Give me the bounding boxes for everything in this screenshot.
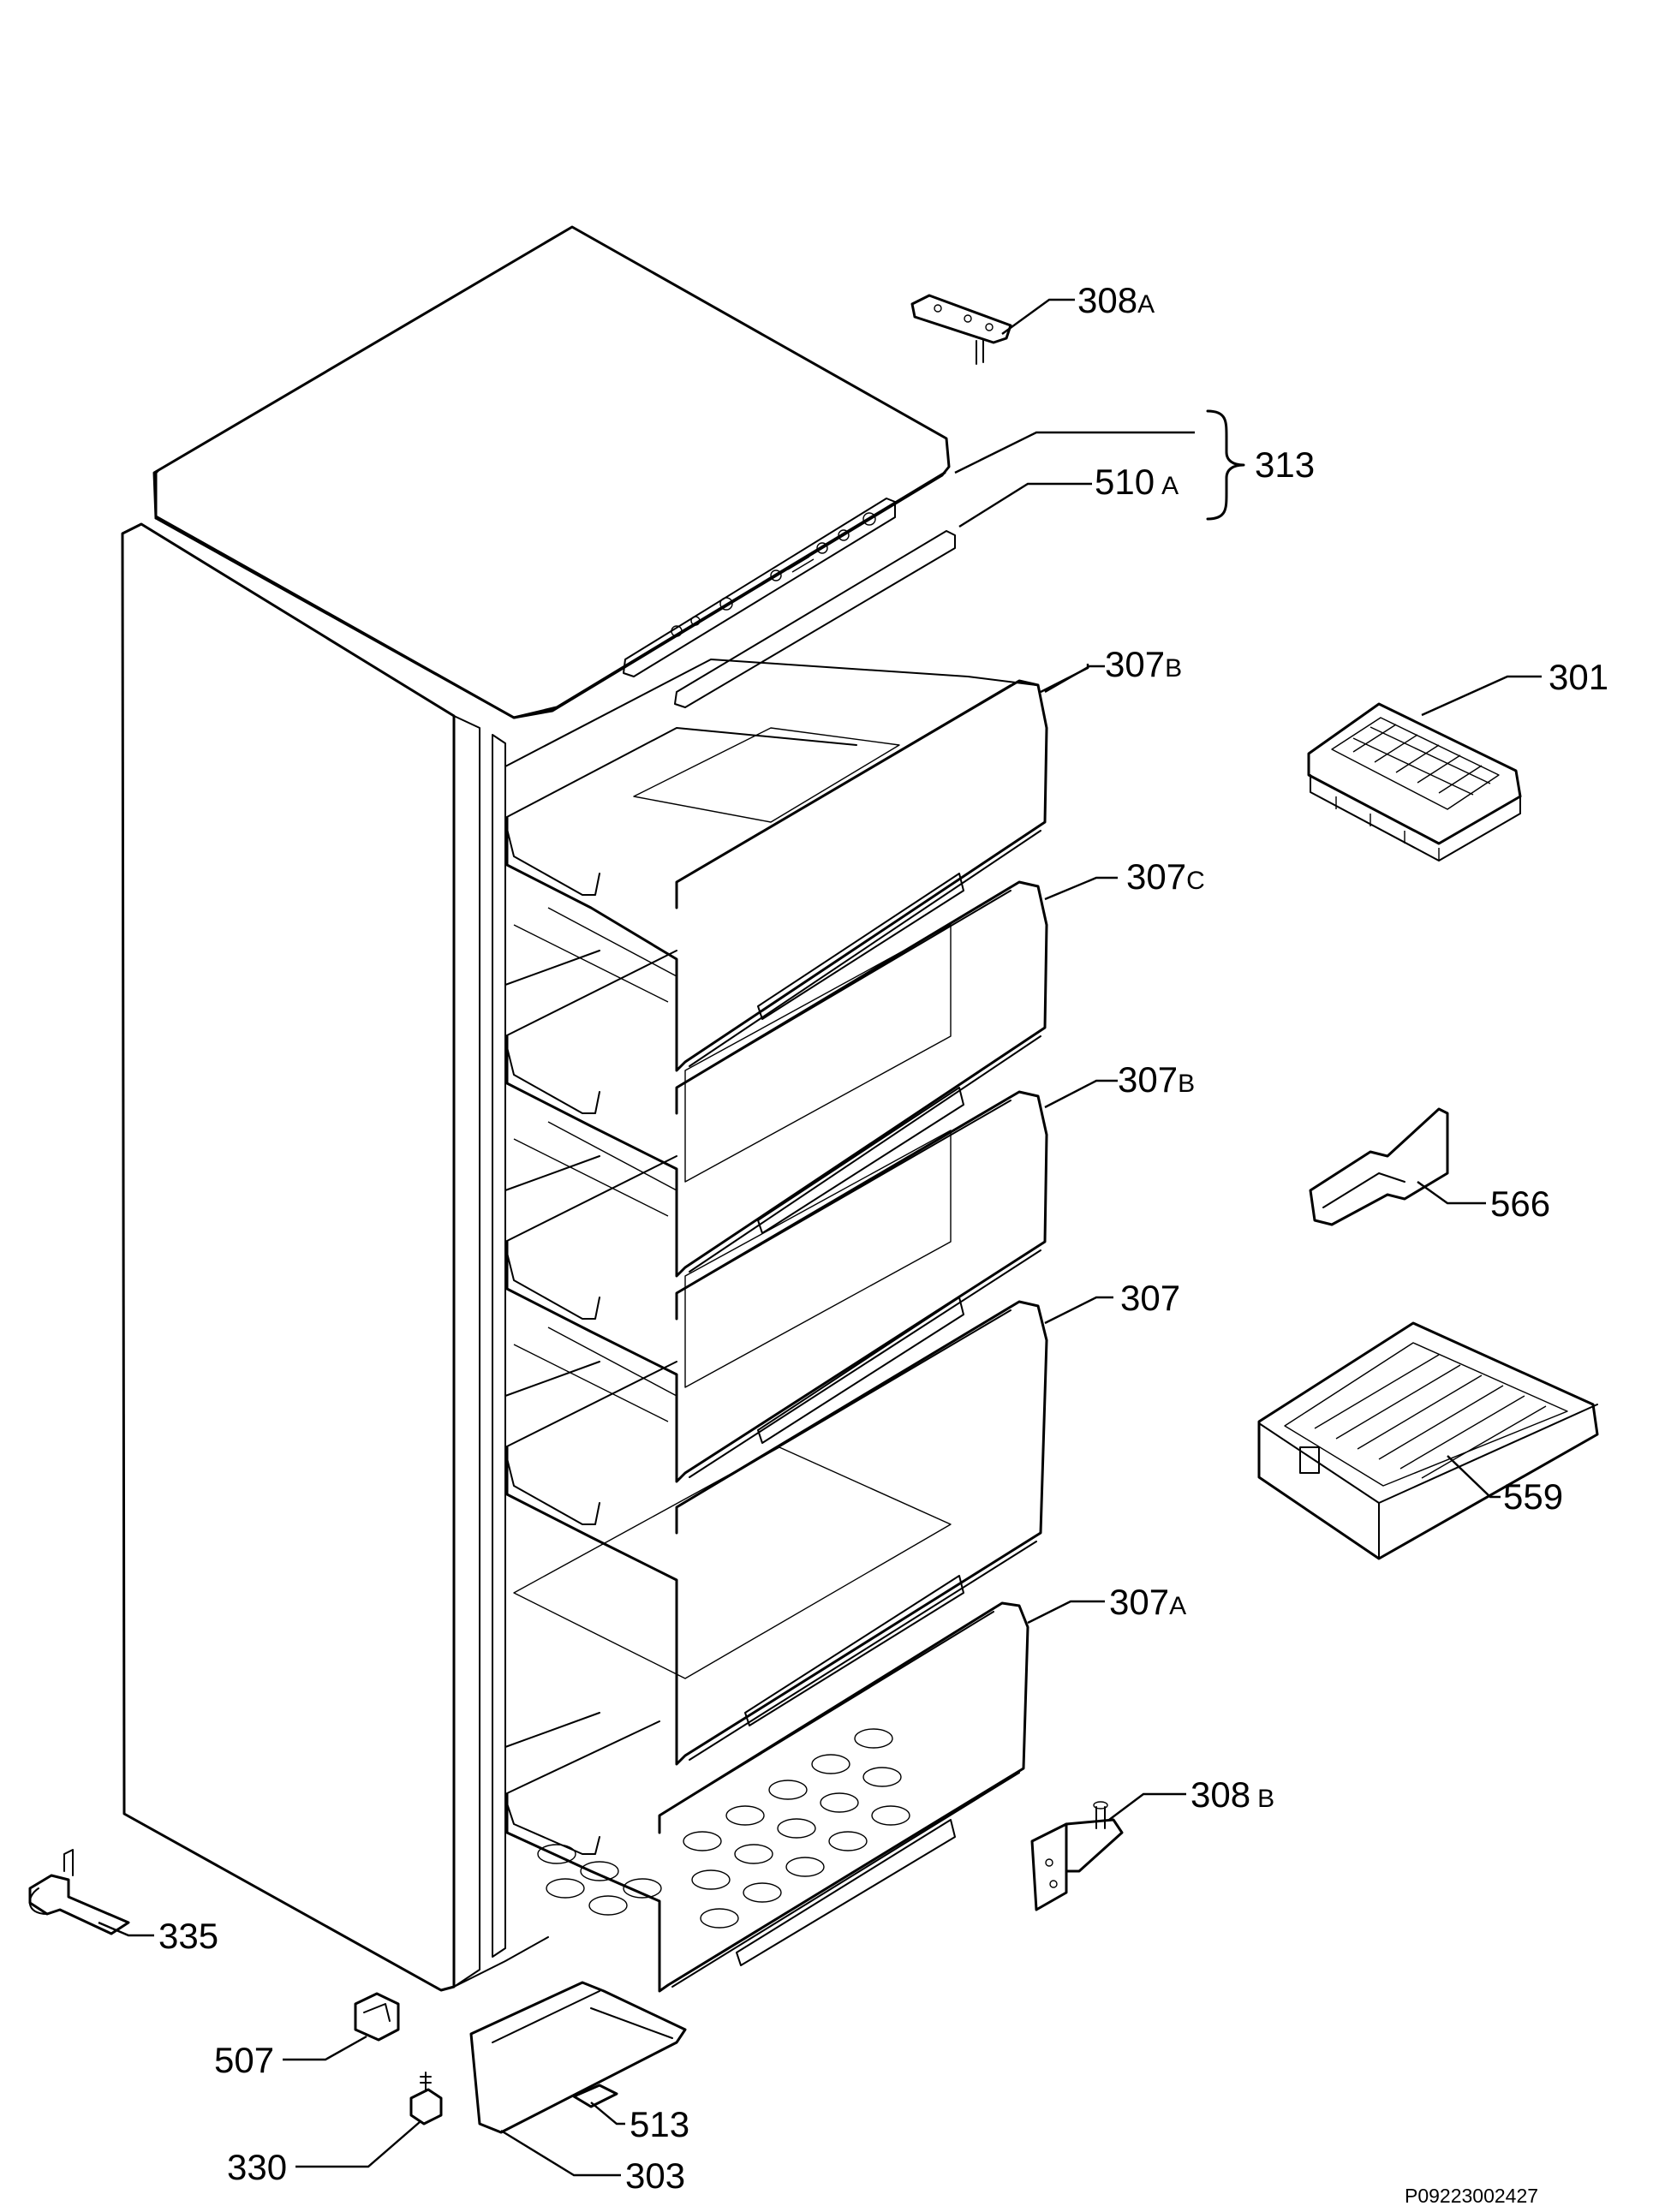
ice-cube-tray-301: [1307, 702, 1522, 862]
document-id: P09223002427: [1405, 2185, 1538, 2207]
brace-313: [1206, 409, 1245, 521]
label-335: 335: [158, 1916, 218, 1956]
front-trim-strip: [674, 530, 956, 708]
drawer-307: [504, 1300, 1048, 1766]
accumulator-ribs: [1314, 1354, 1547, 1479]
label-507: 507: [214, 2040, 274, 2080]
label-330: 330: [227, 2147, 287, 2187]
label-303: 303: [625, 2155, 685, 2196]
label-307c: 307C: [1126, 856, 1205, 897]
bottom-hinge-308b: [1030, 1801, 1124, 1911]
drawer-307c: [504, 880, 1048, 1278]
drawer-307b-mid: [504, 1090, 1048, 1483]
label-313: 313: [1255, 444, 1315, 485]
foot-bracket-335: [28, 1849, 130, 1935]
leader-lines: [98, 298, 1542, 2177]
label-513: 513: [630, 2104, 689, 2144]
label-566: 566: [1490, 1184, 1550, 1224]
ice-scraper-566: [1309, 1107, 1449, 1226]
label-559: 559: [1503, 1476, 1563, 1517]
ice-cube-cells: [1331, 717, 1500, 810]
label-307: 307: [1120, 1278, 1180, 1318]
label-307a: 307A: [1109, 1582, 1186, 1622]
plinth-303: [469, 1981, 687, 2134]
top-cover: [152, 225, 951, 719]
small-part-513: [572, 2084, 618, 2108]
drawer-307b-top: [504, 659, 1048, 1072]
cabinet-body: [121, 522, 549, 1992]
drawer-307a: [504, 1601, 1029, 1993]
adjustable-foot-330: [409, 2072, 443, 2126]
label-308a: 308A: [1077, 280, 1155, 320]
top-hinge-308a: [910, 294, 1012, 365]
label-307b-mid: 307B: [1118, 1059, 1195, 1100]
egg-tray-pattern: [537, 1728, 910, 1929]
clip-507: [354, 1992, 400, 2042]
label-307b-top: 307B: [1105, 644, 1182, 684]
label-301: 301: [1549, 657, 1608, 697]
cold-accumulator-559: [1257, 1321, 1599, 1560]
